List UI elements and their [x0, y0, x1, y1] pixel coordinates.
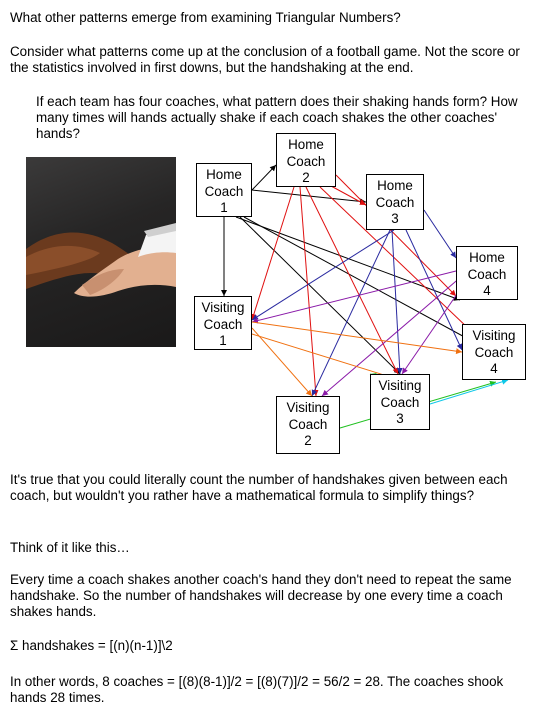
paragraph-football: Consider what patterns come up at the co…	[10, 44, 520, 75]
handshake-line-navy	[311, 229, 391, 397]
handshake-photo	[26, 157, 176, 347]
handshake-line-orange	[251, 321, 463, 355]
handshake-line-black	[235, 216, 461, 301]
handshake-icon	[26, 223, 176, 297]
handshake-line-navy	[423, 209, 457, 259]
question-text: If each team has four coaches, what patt…	[36, 94, 518, 141]
formula-text: Σ handshakes = [(n)(n-1)]\2	[10, 638, 173, 653]
handshake-line-black	[239, 216, 401, 375]
handshake-line-black	[251, 164, 277, 191]
handshake-line-navy	[251, 229, 395, 321]
paragraph-in-other-words: In other words, 8 coaches = [(8)(8-1)]/2…	[10, 674, 504, 705]
handshake-line-navy	[405, 229, 463, 351]
handshake-line-red	[299, 186, 319, 397]
paragraph-think: Think of it like this…	[10, 540, 130, 555]
intro-text: What other patterns emerge from examinin…	[10, 10, 401, 25]
handshake-line-black	[243, 216, 471, 341]
handshake-line-purple	[251, 269, 461, 324]
handshake-line-black	[251, 189, 367, 205]
paragraph-counting: It's true that you could literally count…	[10, 472, 508, 503]
paragraph-every-time: Every time a coach shakes another coach'…	[10, 572, 512, 619]
handshake-line-cyan	[429, 378, 509, 405]
handshake-line-red	[250, 186, 295, 321]
handshake-line-navy	[391, 229, 403, 375]
handshake-line-orange	[251, 327, 313, 397]
